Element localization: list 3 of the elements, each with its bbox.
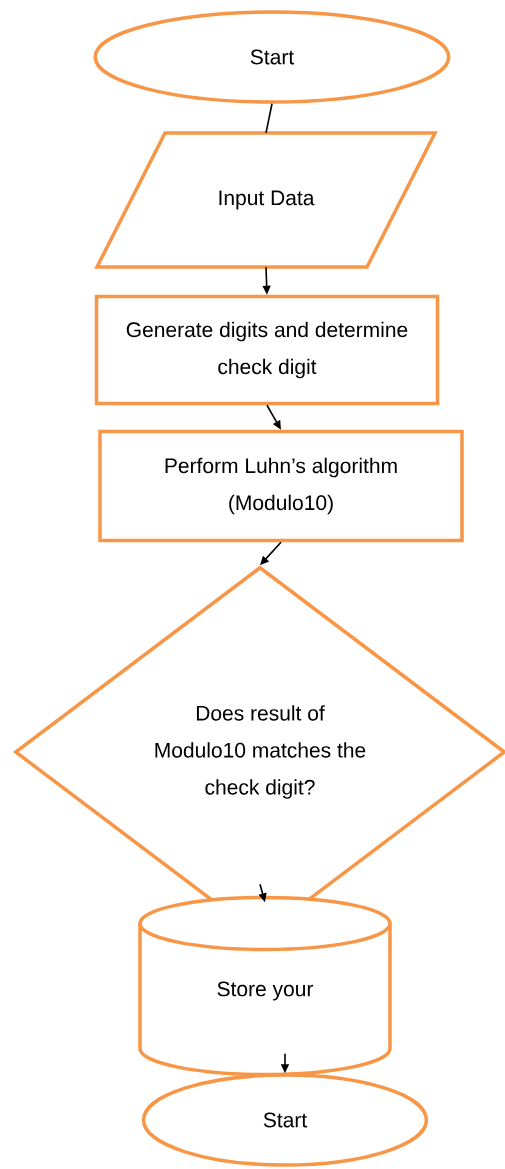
process-box: Perform Luhn’s algorithm (Modulo10) <box>98 429 464 543</box>
storage-cylinder: Store your <box>138 895 392 1077</box>
process-box: Generate digits and determine check digit <box>94 294 440 406</box>
